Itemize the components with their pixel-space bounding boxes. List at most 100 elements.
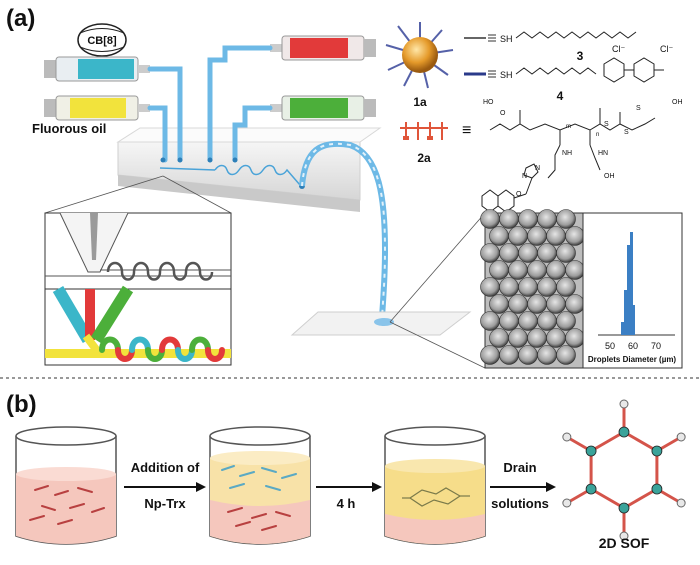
zoom-lines [44,175,486,369]
sof-link [590,430,625,453]
hist-tick-60: 60 [628,341,638,351]
step2-label: 4 h [337,496,356,511]
chip-channel [159,164,301,186]
svg-text:N: N [535,165,540,172]
droplet [508,294,528,314]
svg-text:S: S [604,121,609,128]
droplet [518,209,538,229]
collection-slide [290,311,472,336]
syringe-green [270,95,376,121]
droplet-micrograph [480,209,585,369]
inset-nozzle [44,212,232,290]
sof-terminal [562,498,572,508]
sof-node [618,426,630,438]
gold-nanoparticle-icon [385,22,454,89]
polymer-label: 2a [417,151,431,165]
droplet [556,243,576,263]
hist-bar [633,305,635,335]
sof-node [651,483,663,495]
sof-link [590,487,625,510]
droplet [565,226,585,246]
droplet [537,345,557,365]
step3-line1: Drain [503,460,536,475]
svg-text:n: n [596,132,599,138]
droplet [546,328,566,348]
droplet [565,260,585,280]
arrow-2 [316,482,382,492]
equiv-sign: ≡ [462,122,471,139]
svg-text:S: S [624,129,629,136]
hist-bar [627,245,630,335]
droplet [527,294,547,314]
droplet [518,277,538,297]
syringe-red [270,35,376,61]
polymer-atom-labels: HO O m n S S S OH NH HN OH N N O [483,99,683,198]
fluorous-oil-label: Fluorous oil [32,121,106,136]
droplet [499,243,519,263]
droplet [546,294,566,314]
droplet [499,277,519,297]
droplet [537,209,557,229]
svg-text:HN: HN [598,150,608,157]
droplet [518,345,538,365]
compound-4-structure [464,57,664,83]
svg-text:N: N [522,173,527,180]
droplet [556,345,576,365]
hist-x-label: Droplets Diameter (µm) [588,355,677,364]
droplet [556,311,576,331]
hist-bar [621,322,624,335]
beaker-1 [15,426,117,545]
compound-3-sh: SH [500,34,513,44]
droplet [480,209,500,229]
droplet [489,294,509,314]
droplet [546,260,566,280]
compound-4-sh: SH [500,70,513,80]
sof-node [651,445,663,457]
sof-network [562,399,686,541]
sof-label: 2D SOF [599,535,650,551]
beaker-2 [209,426,311,545]
svg-text:OH: OH [604,173,615,180]
sof-terminal [619,531,629,541]
sof-terminal [676,432,686,442]
np-label: 1a [413,95,427,109]
droplet [537,277,557,297]
droplet [518,243,538,263]
panel-a-label: (a) [6,5,35,32]
droplet [508,328,528,348]
droplet [489,260,509,280]
droplet [527,328,547,348]
svg-text:HO: HO [483,99,494,106]
counterion-2: Cl⁻ [660,44,673,54]
droplet [565,328,585,348]
beaker-3 [384,426,486,545]
droplet [565,294,585,314]
compound-3-structure [464,31,637,42]
compound-4-number: 4 [557,89,564,103]
hist-tick-70: 70 [651,341,661,351]
droplet-size-histogram: 50 60 70 Droplets Diameter (µm) [582,212,683,369]
syringe-yellow [44,95,150,121]
svg-text:O: O [500,110,506,117]
droplet [537,311,557,331]
droplet [537,243,557,263]
droplet [499,311,519,331]
svg-text:m: m [566,124,571,130]
counterion-1: Cl⁻ [612,44,625,54]
inlet-tubing [147,45,273,163]
compound-3-number: 3 [577,49,584,63]
droplet [480,243,500,263]
microfluidic-chip [116,127,382,212]
droplet [499,209,519,229]
sof-node [585,483,597,495]
droplet [480,311,500,331]
step1-line1: Addition of [131,460,200,475]
cb8-icon [77,23,127,57]
droplet [508,260,528,280]
droplet [556,277,576,297]
droplet [518,311,538,331]
svg-text:NH: NH [562,150,572,157]
droplet [480,277,500,297]
inset-streams [44,285,232,366]
